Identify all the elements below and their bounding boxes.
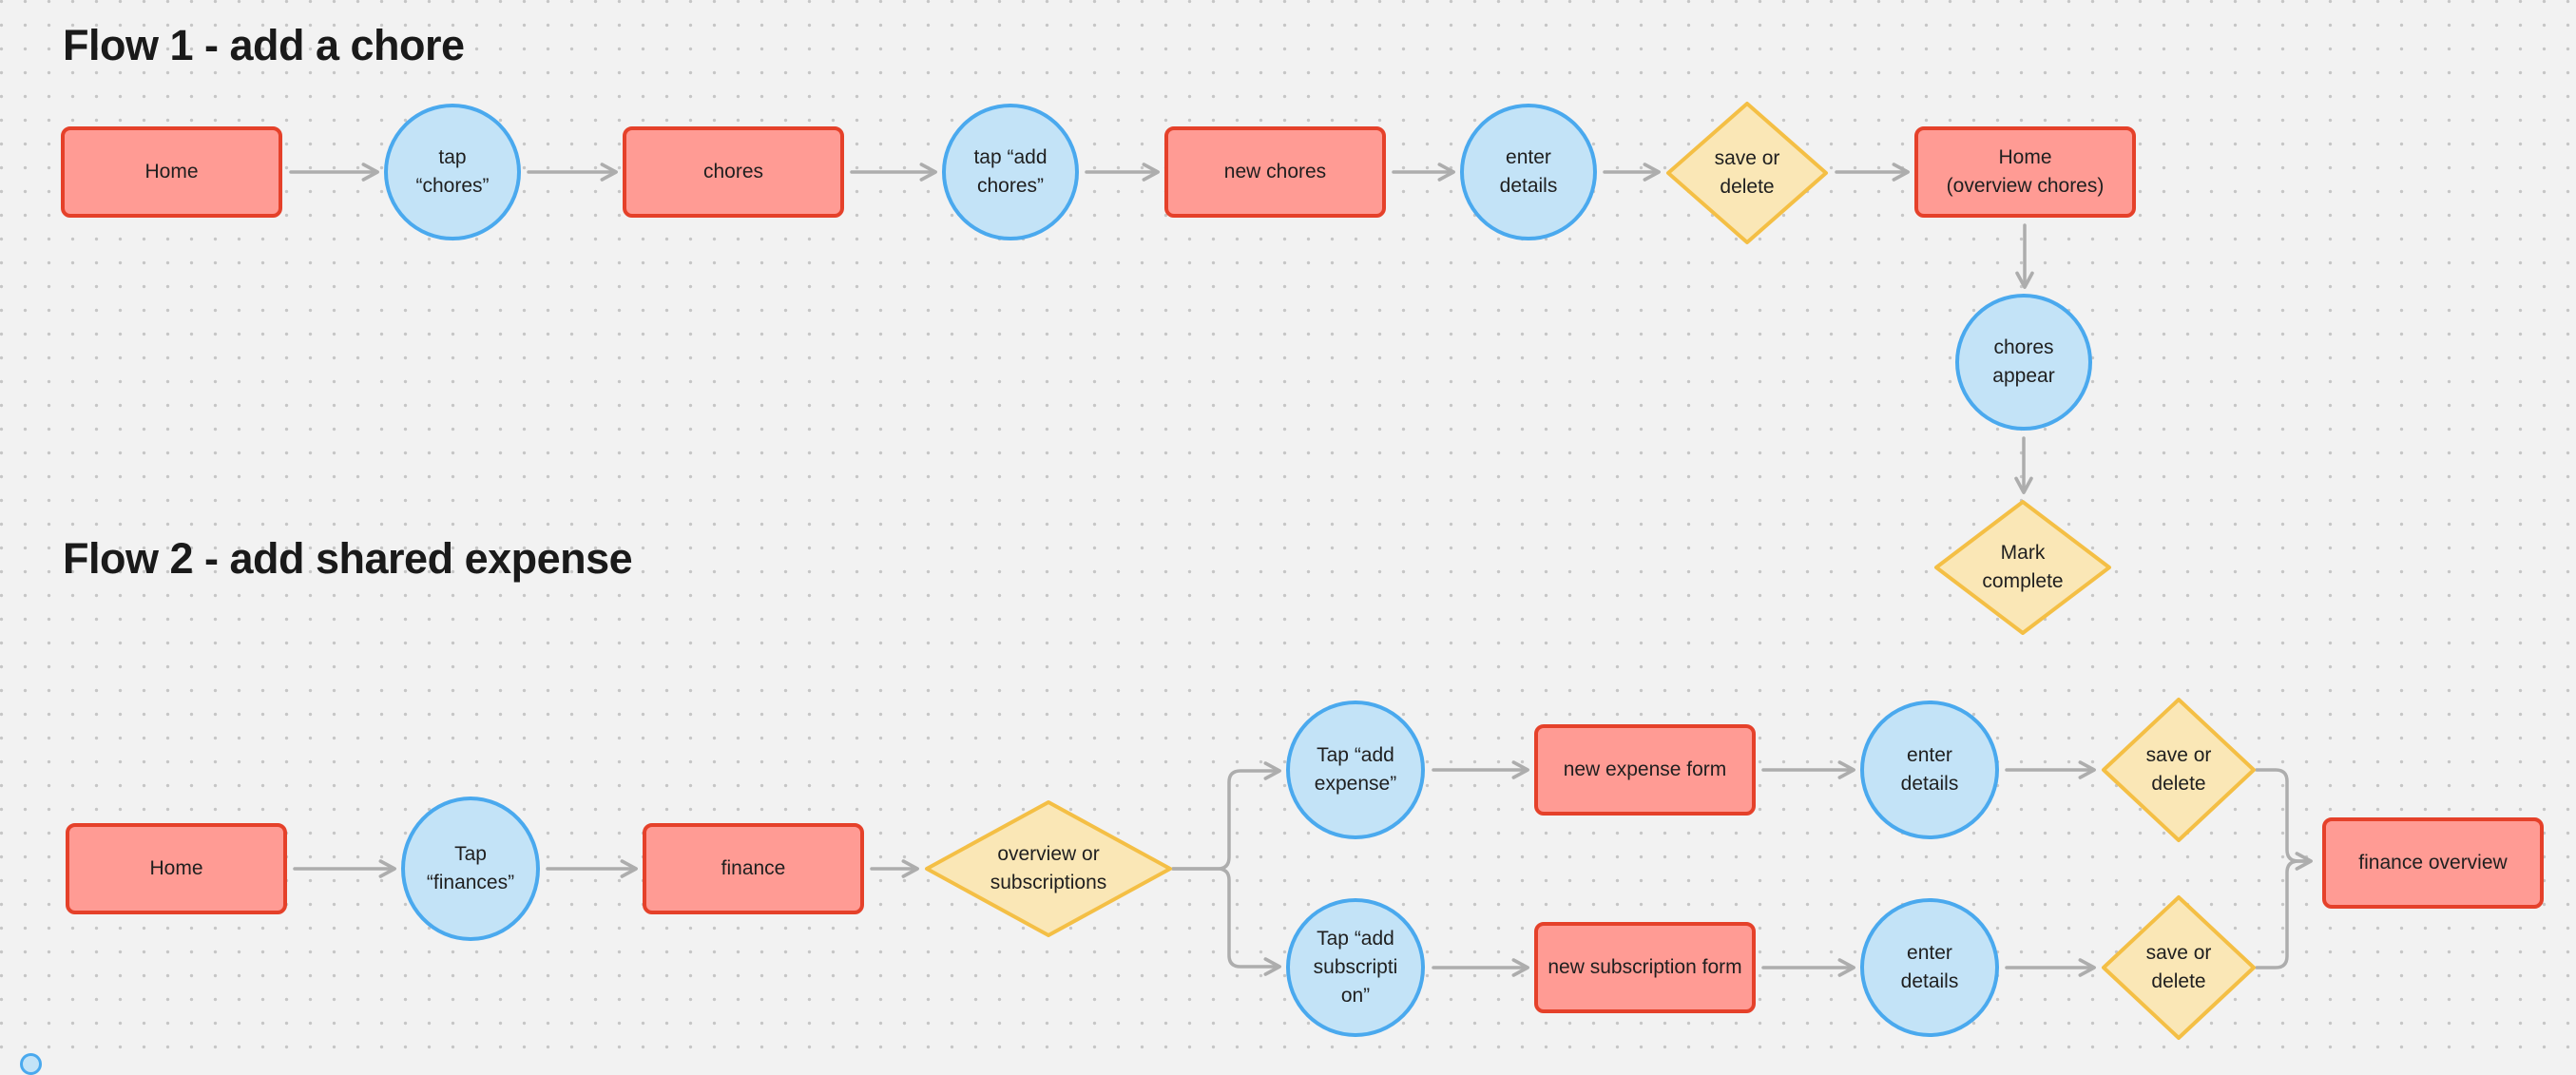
node-flow2-home[interactable]: Home (66, 823, 287, 914)
node-flow2-overview-or-subscriptions[interactable]: overview or subscriptions (924, 799, 1173, 938)
node-label: Home (149, 856, 203, 879)
node-label: Tap “add subscripti on” (1313, 927, 1398, 1007)
node-flow2-save-or-delete-bottom[interactable]: save or delete (2101, 894, 2257, 1041)
node-flow2-new-subscription-form[interactable]: new subscription form (1534, 922, 1756, 1013)
node-flow1-home[interactable]: Home (61, 126, 282, 218)
node-label: tap “add chores” (973, 145, 1048, 197)
node-flow1-tap-chores[interactable]: tap “chores” (384, 104, 521, 240)
connector-f2-merge-top (2255, 768, 2313, 871)
node-label: save or delete (2145, 743, 2212, 795)
node-label: overview or subscriptions (990, 842, 1107, 893)
node-label: enter details (1900, 743, 1959, 795)
node-label: enter details (1499, 145, 1558, 197)
node-label: new expense form (1563, 758, 1727, 780)
node-label: save or delete (1714, 146, 1780, 198)
connector-f2-merge-bottom (2255, 859, 2306, 969)
node-flow2-finance[interactable]: finance (643, 823, 864, 914)
node-label: tap “chores” (415, 145, 490, 197)
node-flow2-new-expense-form[interactable]: new expense form (1534, 724, 1756, 816)
node-label: new subscription form (1548, 955, 1742, 978)
node-flow1-new-chores[interactable]: new chores (1164, 126, 1386, 218)
node-flow1-chores[interactable]: chores (623, 126, 844, 218)
node-label: Tap “finances” (426, 842, 515, 893)
node-label: Home (overview chores) (1946, 145, 2105, 197)
node-flow1-mark-complete[interactable]: Mark complete (1933, 499, 2112, 636)
diamond-shape (1934, 500, 2111, 635)
node-flow2-save-or-delete-top[interactable]: save or delete (2101, 697, 2257, 843)
node-label: chores appear (1992, 336, 2055, 387)
connector-f2-branch-top (1171, 761, 1281, 871)
node-flow2-enter-details-top[interactable]: enter details (1860, 701, 1999, 839)
node-flow2-tap-add-expense[interactable]: Tap “add expense” (1286, 701, 1425, 839)
node-flow1-save-or-delete[interactable]: save or delete (1665, 101, 1829, 245)
node-label: enter details (1900, 941, 1959, 992)
node-flow2-finance-overview[interactable]: finance overview (2322, 817, 2544, 909)
diamond-shape (2102, 895, 2256, 1040)
flow2-title[interactable]: Flow 2 - add shared expense (63, 534, 633, 583)
connector-f2-branch-bottom (1171, 867, 1281, 976)
node-label: finance overview (2358, 851, 2508, 873)
node-flow2-tap-finances[interactable]: Tap “finances” (401, 797, 540, 941)
diamond-shape (925, 800, 1172, 937)
node-flow1-chores-appear[interactable]: chores appear (1955, 294, 2092, 431)
node-label: chores (702, 160, 764, 182)
node-label: save or delete (2145, 941, 2212, 992)
flow1-title[interactable]: Flow 1 - add a chore (63, 21, 465, 69)
diamond-shape (1666, 102, 1828, 244)
node-flow2-tap-add-subscription[interactable]: Tap “add subscripti on” (1286, 898, 1425, 1037)
node-label: Mark complete (1982, 541, 2064, 592)
node-flow1-enter-details[interactable]: enter details (1460, 104, 1597, 240)
node-label: Tap “add expense” (1314, 743, 1397, 795)
node-flow1-tap-add-chores[interactable]: tap “add chores” (942, 104, 1079, 240)
node-label: new chores (1223, 160, 1327, 182)
node-flow1-home-overview[interactable]: Home (overview chores) (1914, 126, 2136, 218)
node-label: finance (721, 856, 786, 879)
node-flow2-enter-details-bottom[interactable]: enter details (1860, 898, 1999, 1037)
diamond-shape (2102, 698, 2256, 842)
node-label: Home (144, 160, 199, 182)
